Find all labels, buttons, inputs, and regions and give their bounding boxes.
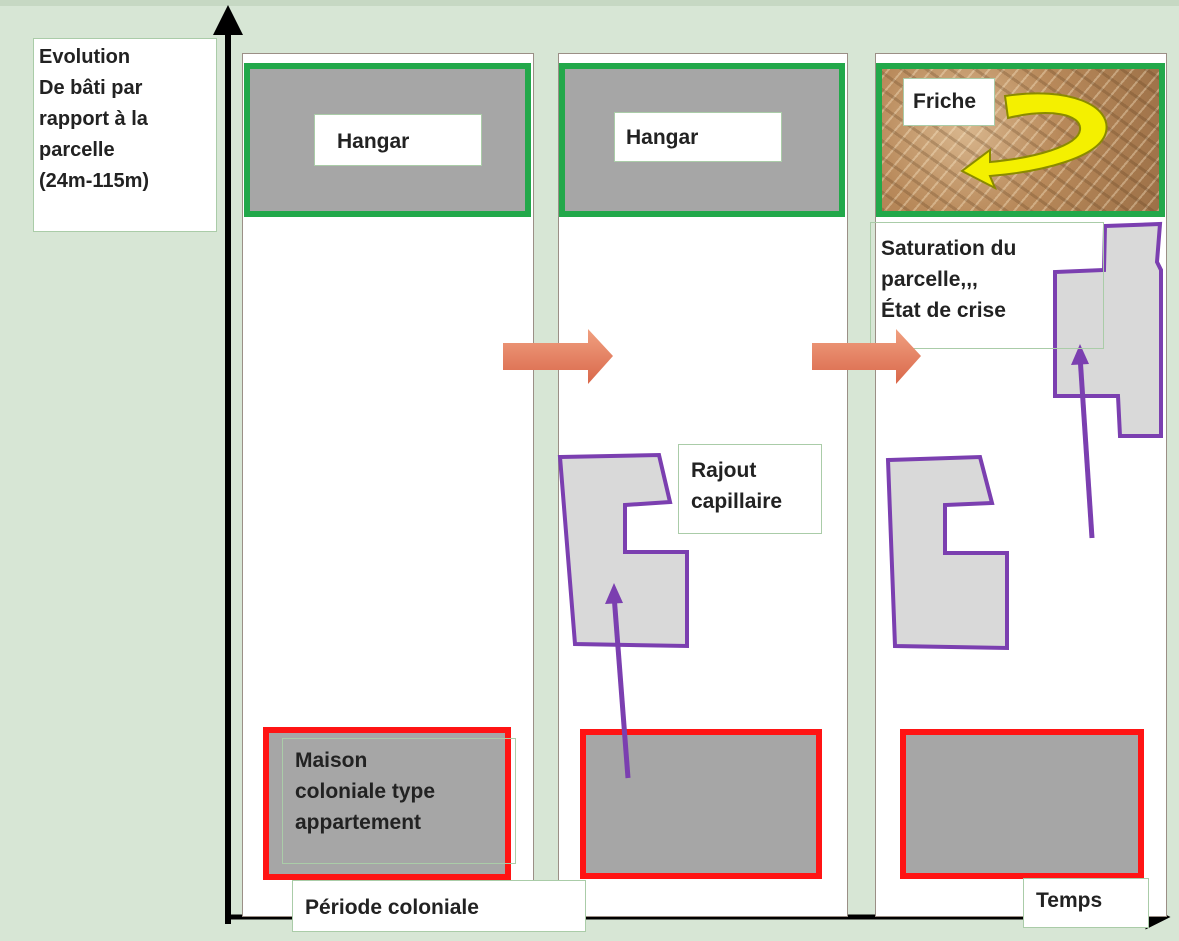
panel-3-friche-label-box [903,78,995,126]
x-axis-label-box [1023,878,1149,928]
panel-1-hangar-label-box [314,114,482,166]
panel-2-extension-building [557,452,689,649]
transition-arrow-1 [503,329,613,384]
y-axis-label-box [33,38,217,232]
panel-3-growth-arrow [1077,355,1095,539]
x-axis-label: Temps [1036,889,1103,912]
period-label-box [292,880,586,932]
y-axis-label: Evolution De bâti par rapport à la parce… [39,46,150,192]
panel-2-extension-label-box [678,444,822,534]
top-border [0,0,1179,6]
panel-2-growth-arrowhead [605,583,623,604]
panel-1-maison-label-box [282,738,516,864]
panel-2-maison [580,729,822,879]
panel-3-maison [900,729,1144,879]
panel-2-hangar-label-box [614,112,782,162]
panel-2-growth-arrow [611,594,631,779]
panel-3-saturation-label: Saturation du parcelle,,, État de crise [881,237,1017,322]
panel-3-saturation-label-box [870,222,1104,349]
period-label: Période coloniale [305,896,479,919]
panel-3-growth-arrowhead [1071,344,1089,365]
yellow-cycle-arrow [960,92,1108,191]
panel-3-extension-building-left [885,454,1009,651]
panel-2-extension-label: Rajout capillaire [691,459,783,513]
transition-arrow-2 [812,329,921,384]
panel-2-hangar-label: Hangar [626,126,699,149]
panel-1-maison [263,727,511,880]
panel-1-hangar-label: Hangar [337,130,410,153]
panel-3-friche-label: Friche [913,90,977,113]
panel-1-maison-label: Maison coloniale type appartement [295,749,436,834]
